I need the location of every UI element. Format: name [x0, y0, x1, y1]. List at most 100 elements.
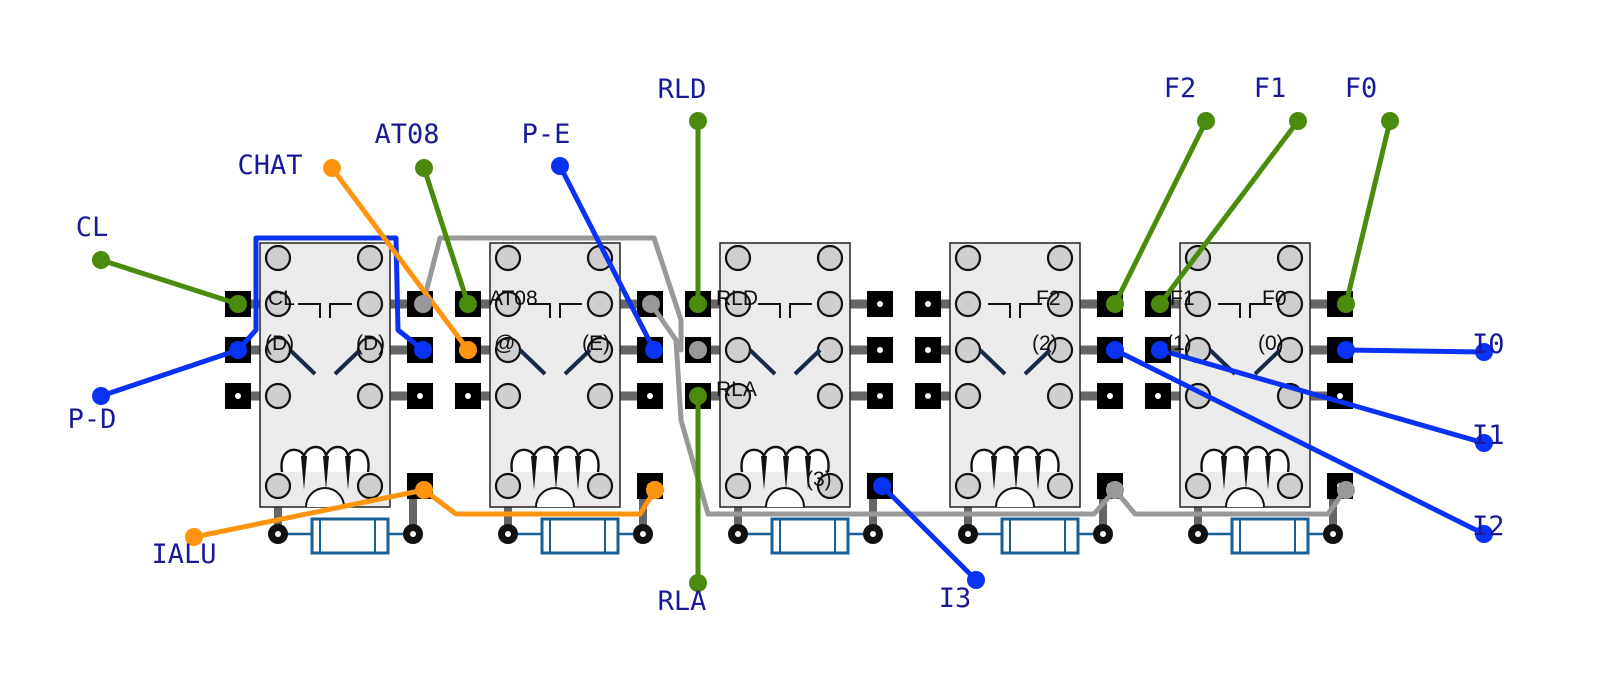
relay4-coil-tooth-3	[1035, 456, 1041, 490]
relay4-pad-dot-right-3	[1107, 393, 1113, 399]
dot-gray-2	[642, 295, 660, 313]
relay5-coil-terminal-right	[1276, 472, 1304, 500]
relay5-bracket-right	[1249, 303, 1272, 318]
relay2-contact-1	[494, 244, 522, 272]
relay1-bracket-right	[329, 303, 352, 318]
relay4-coil-tooth-2	[1013, 456, 1019, 490]
relay5-label-1: (1)	[1166, 332, 1192, 355]
relay1-contact-3	[264, 290, 292, 318]
relay3-coil-tooth-1	[761, 456, 767, 490]
relay2-contact-8	[586, 382, 614, 410]
relay4-coil-terminal-left	[954, 472, 982, 500]
relay2-pad-dot-left-3	[465, 393, 471, 399]
wire-gray-1	[420, 235, 684, 353]
dot-ialu-end	[185, 528, 203, 546]
label-i1: I1	[1472, 420, 1505, 451]
relay3-pad-dot-right-2	[877, 347, 883, 353]
relay4-contact-5	[954, 336, 982, 364]
relay5-label-f0: F0	[1262, 287, 1287, 310]
dot-i1-end	[1475, 434, 1493, 452]
relay4-label-f2: F2	[1036, 287, 1061, 310]
label-rld: RLD	[658, 74, 707, 105]
relay2-contact-3	[494, 290, 522, 318]
dot-f2-end	[1197, 112, 1215, 130]
wire-ialu	[191, 487, 658, 540]
relay3-contact-5	[724, 336, 752, 364]
relay4-armature-left	[978, 348, 1007, 376]
relay2-bracket-left	[528, 303, 551, 318]
relay2-socket-left-hole	[505, 531, 511, 537]
relay3-armature-right	[793, 348, 822, 376]
dot-gray-1	[414, 295, 432, 313]
relay1-socket-right-hole	[410, 531, 416, 537]
relay5-bracket-left	[1218, 303, 1241, 318]
relay1-label-d-right: (D)	[356, 332, 385, 355]
dot-i0-end	[1475, 343, 1493, 361]
dot-f0-end	[1381, 112, 1399, 130]
relay4-socket-left-hole	[965, 531, 971, 537]
wire-cl	[98, 257, 241, 307]
relay2-coil-tooth-1	[531, 456, 537, 490]
relay4-pad-dot-left-1	[925, 301, 931, 307]
relay5-fuse-body	[1230, 517, 1310, 555]
relay1-coil-terminal-left	[264, 472, 292, 500]
labels: CL P-D CHAT AT08 P-E RLD RLA F2 F1 F0 I0…	[68, 73, 1505, 617]
dot-p-e-end	[551, 157, 569, 175]
dot-rld-pad	[689, 295, 707, 313]
wire-f0	[1343, 118, 1393, 307]
relay4-pad-dot-left-2	[925, 347, 931, 353]
relay1-label-cl: CL	[268, 287, 295, 310]
relay1-armature-left	[288, 348, 317, 376]
relay4-coil-tooth-1	[991, 456, 997, 490]
dot-chat-end	[323, 159, 341, 177]
relay3-contact-2	[816, 244, 844, 272]
relay4-contact-7	[954, 382, 982, 410]
relay2-coil-arch	[535, 487, 575, 508]
dot-rla-pad	[689, 387, 707, 405]
wire-f1	[1157, 118, 1301, 307]
relay2-contact-4	[586, 290, 614, 318]
dot-at08-end	[415, 159, 433, 177]
relay2-coil-tooth-2	[553, 456, 559, 490]
dot-gray-3	[689, 341, 707, 359]
label-chat: CHAT	[237, 150, 302, 181]
relay4-armature-right	[1023, 348, 1052, 376]
relay3-contact-6	[816, 336, 844, 364]
relay2-socket-right-hole	[640, 531, 646, 537]
label-ialu: IALU	[151, 539, 216, 570]
relay1-coil-tooth-3	[345, 456, 351, 490]
label-rla: RLA	[658, 586, 707, 617]
relay5-coil-tooth-1	[1221, 456, 1227, 490]
relay4-contact-1	[954, 244, 982, 272]
wire-i0	[1343, 347, 1487, 355]
relay5-socket-right-hole	[1330, 531, 1336, 537]
wire-gray-2	[648, 301, 1348, 517]
dot-i0-pad	[1337, 341, 1355, 359]
wire-i2	[1112, 347, 1487, 537]
relay5-contact-4	[1276, 290, 1304, 318]
relay1-pad-dot-left-3	[235, 393, 241, 399]
dot-chat-pad	[459, 341, 477, 359]
relay3-contact-8	[816, 382, 844, 410]
relay2-bracket-right	[559, 303, 582, 318]
dot-f1-pad	[1151, 295, 1169, 313]
wire-p-e	[557, 163, 657, 353]
relay1-contact-8	[356, 382, 384, 410]
relay5-contact-2	[1276, 244, 1304, 272]
relay3-coil-arch	[765, 487, 805, 508]
relay3-coil-tooth-2	[783, 456, 789, 490]
relay1-coil-arch	[305, 487, 345, 508]
relay5-coil-arch	[1225, 487, 1265, 508]
wire-at08	[421, 165, 471, 307]
relay1-contact-1	[264, 244, 292, 272]
relay2-contact-7	[494, 382, 522, 410]
dot-p-d-pad	[229, 341, 247, 359]
relay2-coil-terminal-right	[586, 472, 614, 500]
relay2-pad-dot-right-3	[647, 393, 653, 399]
dot-rld-end	[689, 112, 707, 130]
relay2-coil-tooth-3	[575, 456, 581, 490]
relay3-coil-terminal-right	[816, 472, 844, 500]
label-i2: I2	[1472, 511, 1505, 542]
relay4-contact-4	[1046, 290, 1074, 318]
